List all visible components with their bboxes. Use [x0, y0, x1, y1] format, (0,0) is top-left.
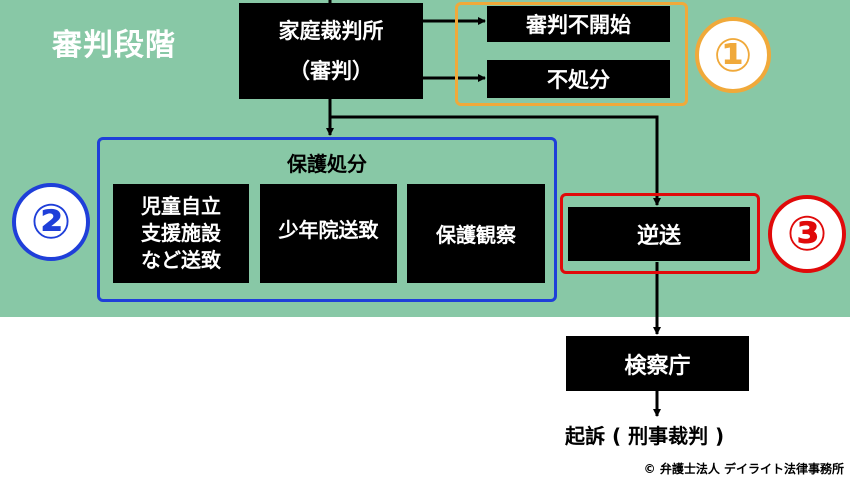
group3-number-badge: ③ — [768, 195, 846, 273]
group1-frame — [455, 2, 688, 106]
arrow-to-transfer — [330, 115, 661, 206]
transfer-box: 逆送 — [568, 207, 750, 261]
juvenile-training-school-label: 少年院送致 — [278, 218, 379, 242]
no-hearing-box: 審判不開始 — [487, 6, 670, 42]
probation-label: 保護観察 — [436, 223, 516, 247]
juvenile-training-school-box: 少年院送致 — [260, 184, 397, 283]
indictment-label: 起訴 ( 刑事裁判 ) — [565, 424, 725, 448]
group2-frame — [97, 137, 557, 302]
group3-frame — [560, 193, 760, 274]
protective-disposition-label: 保護処分 — [287, 152, 367, 176]
prosecutor-office-box: 検察庁 — [566, 336, 749, 391]
stage-title: 審判段階 — [52, 28, 176, 63]
no-disposition-box: 不処分 — [487, 60, 670, 98]
group2-number-badge: ② — [12, 183, 90, 261]
family-court-label: 家庭裁判所 — [278, 19, 384, 43]
group1-number-badge: ① — [695, 17, 771, 93]
copyright-notice: © 弁護士法人 デイライト法律事務所 — [643, 462, 844, 476]
family-court-box: 家庭裁判所 （審判） — [239, 3, 423, 99]
child-facility-line1: 児童自立 — [141, 194, 221, 218]
probation-box: 保護観察 — [407, 184, 545, 283]
family-court-sublabel: （審判） — [289, 59, 373, 83]
child-facility-line2: 支援施設 — [141, 221, 221, 245]
child-facility-box: 児童自立 支援施設 など送致 — [113, 184, 249, 283]
child-facility-line3: など送致 — [141, 248, 221, 272]
